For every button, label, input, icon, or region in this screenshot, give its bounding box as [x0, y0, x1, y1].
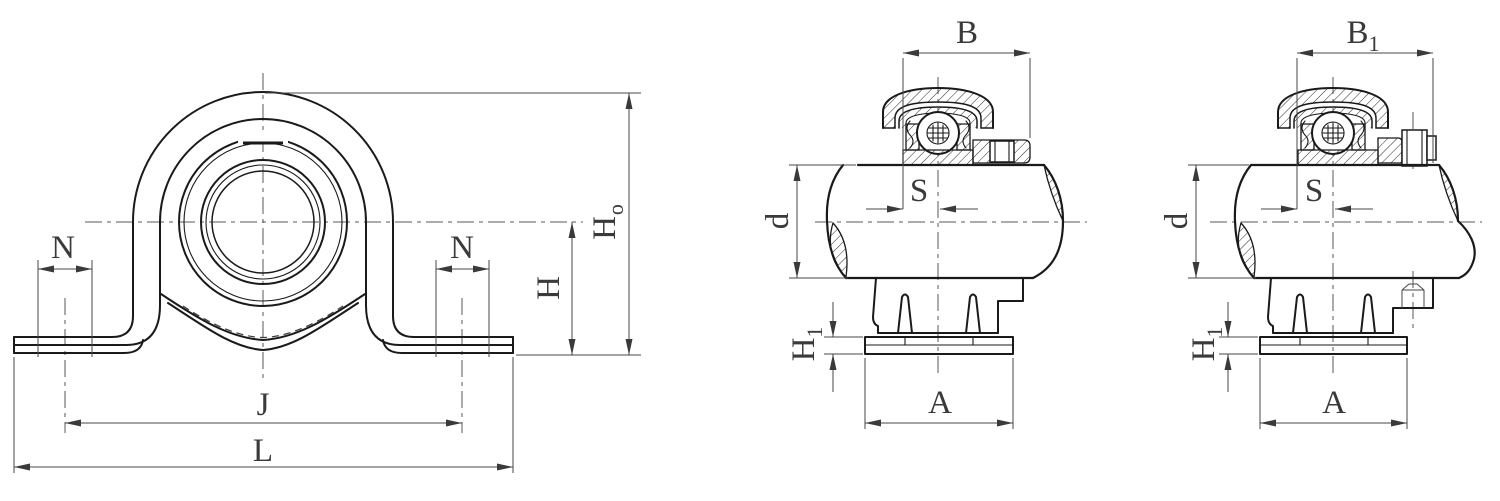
seal-right [962, 120, 970, 149]
dim-label-h1-sub: 1 [1202, 327, 1227, 338]
seal-right [1357, 120, 1365, 149]
setscrew-nut [1401, 129, 1428, 167]
dim-label-h: H [531, 276, 567, 300]
dim-label-b1: B1 [1346, 15, 1379, 56]
dim-label-b1-base: B [1346, 15, 1368, 51]
dim-label-s2: S [1305, 173, 1323, 209]
side1-dimensions [789, 49, 1031, 429]
front-centerlines [64, 73, 583, 433]
setscrew-head [989, 140, 1015, 163]
dim-label-b: B [956, 15, 978, 51]
dim-label-h1-second: H1 [1186, 327, 1227, 362]
front-housing [13, 91, 514, 354]
setscrew-symbol [1321, 121, 1345, 145]
front-view: N N J L H Ho [13, 73, 641, 473]
seal-left [906, 120, 914, 149]
dim-label-a1: A [928, 385, 952, 421]
front-bearing-rings [178, 130, 348, 307]
dim-label-n-left: N [51, 230, 75, 266]
dim-label-n-right: N [450, 230, 474, 266]
dim-label-l: L [253, 433, 273, 469]
dim-label-b1-sub: 1 [1369, 31, 1380, 56]
inner-ring-sleeve [902, 149, 974, 166]
side2-housing-body [1259, 277, 1434, 355]
dim-label-h1-base: H [1186, 338, 1222, 362]
dim-label-a2: A [1322, 385, 1346, 421]
side-view-b1: B1 S d H1 A [1159, 15, 1482, 429]
hidden-saddle-arc [182, 305, 344, 339]
dim-label-ho: Ho [587, 204, 628, 240]
inner-ring-sleeve [1297, 149, 1379, 166]
dim-label-ho-base: H [587, 216, 623, 240]
dim-label-ho-sub: o [603, 204, 628, 215]
hidden-setscrew-below [1401, 283, 1425, 308]
side1-centerlines [815, 77, 1087, 373]
dim-label-h1-first: H1 [786, 327, 827, 362]
side2-dimensions [1188, 49, 1434, 429]
front-dimensions [13, 92, 641, 473]
side2-bearing-cap [1277, 87, 1437, 167]
side2-shaft [1233, 163, 1476, 280]
dim-label-s1: S [910, 173, 928, 209]
setscrew-tip [1426, 135, 1437, 161]
dim-label-d2: d [1159, 212, 1195, 229]
side1-housing-body [864, 277, 1024, 355]
dim-label-d1: d [760, 212, 796, 229]
dim-label-j: J [257, 387, 270, 423]
dim-label-h1-base: H [786, 338, 822, 362]
side-view-b: B S d H1 A [760, 15, 1087, 429]
seal-left [1301, 120, 1309, 149]
dim-label-h1-sub: 1 [802, 327, 827, 338]
setscrew-boss [1377, 137, 1403, 164]
side1-shaft [825, 163, 1065, 280]
setscrew-symbol [926, 121, 950, 145]
side1-bearing-cap [882, 87, 1031, 166]
